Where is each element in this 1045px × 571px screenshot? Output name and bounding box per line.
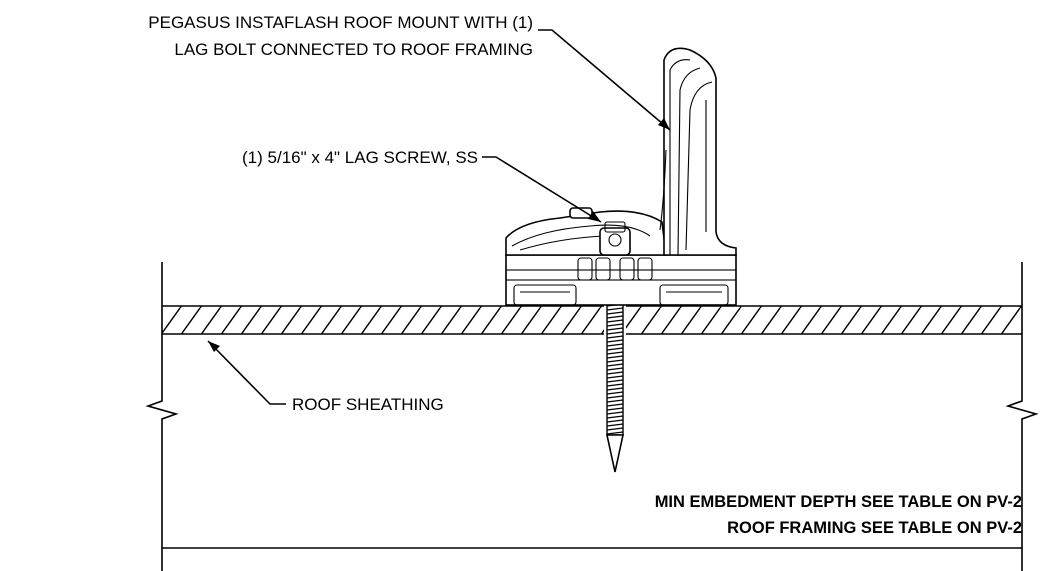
thread-line (606, 319, 624, 323)
roof-sheathing-layer (162, 305, 1022, 335)
lag-screw-callout: (1) 5/16" x 4" LAG SCREW, SS (242, 148, 478, 167)
thread-line (606, 315, 624, 319)
thread-line (606, 407, 624, 411)
thread-line (606, 411, 624, 415)
mount-callout-line1: PEGASUS INSTAFLASH ROOF MOUNT WITH (1) (148, 13, 533, 32)
thread-line (606, 391, 624, 395)
framing-note: ROOF FRAMING SEE TABLE ON PV-2 (727, 519, 1022, 537)
thread-line (606, 367, 624, 371)
thread-line (606, 331, 624, 335)
thread-line (606, 335, 624, 339)
thread-line (606, 399, 624, 403)
thread-line (606, 323, 624, 327)
thread-line (606, 427, 624, 431)
leader-lines (207, 29, 671, 405)
thread-line (606, 371, 624, 375)
lag-leader-arrowhead (588, 211, 601, 222)
thread-line (606, 403, 624, 407)
mount-leader-arrowhead (658, 118, 670, 130)
thread-line (606, 423, 624, 427)
thread-line (606, 343, 624, 347)
sheathing-callout: ROOF SHEATHING (292, 395, 444, 414)
thread-line (606, 395, 624, 399)
thread-line (606, 307, 624, 311)
thread-line (606, 311, 624, 315)
thread-line (606, 327, 624, 331)
thread-line (606, 383, 624, 387)
mount-callout-line2: LAG BOLT CONNECTED TO ROOF FRAMING (174, 40, 533, 59)
thread-line (606, 387, 624, 391)
thread-line (606, 363, 624, 367)
thread-line (606, 431, 624, 435)
thread-line (606, 351, 624, 355)
thread-line (606, 355, 624, 359)
thread-line (606, 375, 624, 379)
thread-line (606, 339, 624, 343)
roof-framing (145, 262, 1039, 571)
thread-line (606, 359, 624, 363)
thread-line (606, 415, 624, 419)
thread-line (606, 347, 624, 351)
thread-line (606, 419, 624, 423)
sheathing-leader-arrowhead (208, 341, 220, 352)
thread-line (606, 379, 624, 383)
embedment-note: MIN EMBEDMENT DEPTH SEE TABLE ON PV-2 (655, 493, 1022, 511)
instaflash-mount (505, 47, 737, 306)
